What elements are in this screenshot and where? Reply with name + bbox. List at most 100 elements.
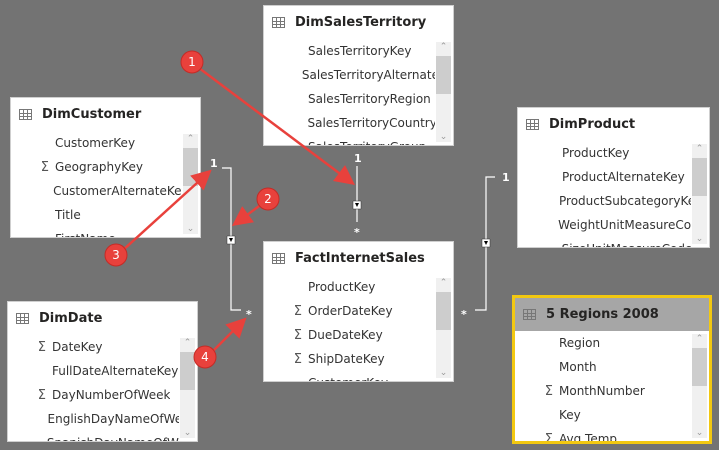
field-name: OrderDateKey — [308, 304, 393, 318]
table-header[interactable]: FactInternetSales — [264, 242, 453, 275]
scrollbar[interactable]: ⌃⌄ — [692, 334, 707, 438]
field-row[interactable]: ProductSubcategoryKey — [518, 189, 691, 213]
field-name: Avg Temp — [559, 432, 618, 441]
callout-number-4: 4 — [201, 350, 209, 364]
chevron-down-icon[interactable]: ⌄ — [183, 428, 192, 438]
scrollbar[interactable]: ⌃⌄ — [436, 278, 451, 378]
chevron-down-icon[interactable]: ⌄ — [439, 368, 448, 378]
callout-badge-3 — [104, 243, 128, 267]
chevron-down-icon[interactable]: ⌄ — [695, 428, 704, 438]
table-header[interactable]: 5 Regions 2008 — [515, 298, 709, 331]
chevron-up-icon[interactable]: ⌃ — [439, 278, 448, 288]
field-row[interactable]: CustomerKey — [264, 371, 435, 381]
callout-badge-4 — [193, 345, 217, 369]
field-name: CustomerKey — [55, 136, 136, 150]
field-row[interactable]: ProductAlternateKey — [518, 165, 691, 189]
callout-arrow-4 — [211, 317, 247, 353]
table-header[interactable]: DimCustomer — [11, 98, 200, 131]
scrollbar-thumb[interactable] — [180, 352, 195, 390]
field-name: MonthNumber — [559, 384, 645, 398]
table-header[interactable]: DimSalesTerritory — [264, 6, 453, 39]
field-row[interactable]: WeightUnitMeasureCode — [518, 213, 691, 237]
scrollbar[interactable]: ⌃⌄ — [692, 144, 707, 244]
field-row[interactable]: FirstName — [11, 227, 182, 237]
field-list: SalesTerritoryKeySalesTerritoryAlternate… — [264, 39, 435, 145]
field-name: GeographyKey — [55, 160, 144, 174]
sigma-icon: Σ — [293, 327, 302, 343]
field-row[interactable]: SalesTerritoryCountry — [264, 111, 435, 135]
chevron-up-icon[interactable]: ⌃ — [183, 338, 192, 348]
chevron-up-icon[interactable]: ⌃ — [695, 144, 704, 154]
field-name: ProductAlternateKey — [562, 170, 685, 184]
field-row[interactable]: SpanishDayNameOfWeek — [8, 431, 179, 441]
field-row[interactable]: ProductKey — [264, 275, 435, 299]
chevron-down-icon[interactable]: ⌄ — [186, 224, 195, 234]
field-name: WeightUnitMeasureCode — [558, 218, 691, 232]
callout-number-1: 1 — [188, 55, 196, 69]
field-name: CustomerAlternateKey — [53, 184, 182, 198]
sigma-icon: Σ — [40, 159, 49, 175]
field-name: EnglishDayNameOfWeek — [47, 412, 179, 426]
field-row[interactable]: CustomerKey — [11, 131, 182, 155]
table-icon — [19, 109, 32, 120]
table-title: 5 Regions 2008 — [546, 307, 659, 322]
scrollbar-thumb[interactable] — [692, 158, 707, 196]
field-row[interactable]: Key — [515, 403, 691, 427]
field-row[interactable]: Region — [515, 331, 691, 355]
scrollbar-thumb[interactable] — [692, 348, 707, 386]
field-row[interactable]: CustomerAlternateKey — [11, 179, 182, 203]
table-icon — [526, 119, 539, 130]
chevron-up-icon[interactable]: ⌃ — [186, 134, 195, 144]
table-header[interactable]: DimProduct — [518, 108, 709, 141]
chevron-up-icon[interactable]: ⌃ — [695, 334, 704, 344]
table-title: DimCustomer — [42, 107, 142, 122]
chevron-down-icon[interactable]: ⌄ — [695, 234, 704, 244]
field-row[interactable]: Month — [515, 355, 691, 379]
field-name: FirstName — [55, 232, 116, 237]
field-row[interactable]: FullDateAlternateKey — [8, 359, 179, 383]
scrollbar[interactable]: ⌃⌄ — [180, 338, 195, 438]
field-row[interactable]: Σ GeographyKey — [11, 155, 182, 179]
field-name: ProductKey — [562, 146, 630, 160]
field-name: DayNumberOfWeek — [52, 388, 171, 402]
table-title: DimProduct — [549, 117, 636, 132]
field-name: ProductSubcategoryKey — [559, 194, 691, 208]
field-name: Month — [559, 360, 597, 374]
field-row[interactable]: SalesTerritoryRegion — [264, 87, 435, 111]
chevron-up-icon[interactable]: ⌃ — [439, 42, 448, 52]
callout-arrow-3 — [122, 169, 212, 251]
cardinality-many: * — [246, 308, 252, 321]
field-row[interactable]: EnglishDayNameOfWeek — [8, 407, 179, 431]
sigma-icon: Σ — [293, 351, 302, 367]
callout-badges — [104, 50, 280, 369]
field-row[interactable]: SalesTerritoryAlternateKey — [264, 63, 435, 87]
field-row[interactable]: SalesTerritoryGroup — [264, 135, 435, 145]
chevron-down-icon[interactable]: ⌄ — [439, 132, 448, 142]
field-row[interactable]: ProductKey — [518, 141, 691, 165]
table-title: FactInternetSales — [295, 251, 425, 266]
field-row[interactable]: SalesTerritoryKey — [264, 39, 435, 63]
field-row[interactable]: SizeUnitMeasureCode — [518, 237, 691, 247]
field-name: SalesTerritoryRegion — [308, 92, 431, 106]
field-row[interactable]: Title — [11, 203, 182, 227]
table-header[interactable]: DimDate — [8, 302, 197, 335]
scrollbar-thumb[interactable] — [436, 292, 451, 330]
cardinality-many: * — [354, 226, 360, 239]
scrollbar[interactable]: ⌃⌄ — [436, 42, 451, 142]
scrollbar-thumb[interactable] — [436, 56, 451, 94]
